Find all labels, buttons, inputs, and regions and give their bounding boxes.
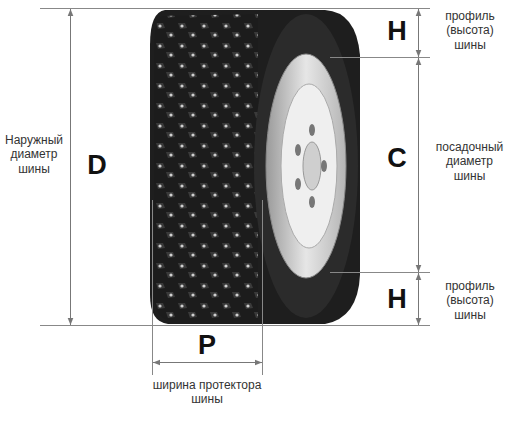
dimension-letter: H bbox=[377, 18, 417, 45]
dimension-label: ширина протектора шины bbox=[150, 378, 264, 407]
dimension-label: посадочный диаметр шины bbox=[430, 140, 509, 183]
dimension-letter: H bbox=[377, 286, 417, 313]
dimension-label: профиль (высота) шины bbox=[431, 9, 509, 52]
dimension-letter: C bbox=[377, 145, 417, 172]
dimension-letter: D bbox=[77, 152, 117, 179]
dimension-label: Наружный диаметр шины bbox=[1, 133, 67, 176]
dimension-letter: P bbox=[187, 332, 227, 359]
dimension-label: профиль (высота) шины bbox=[431, 279, 509, 322]
